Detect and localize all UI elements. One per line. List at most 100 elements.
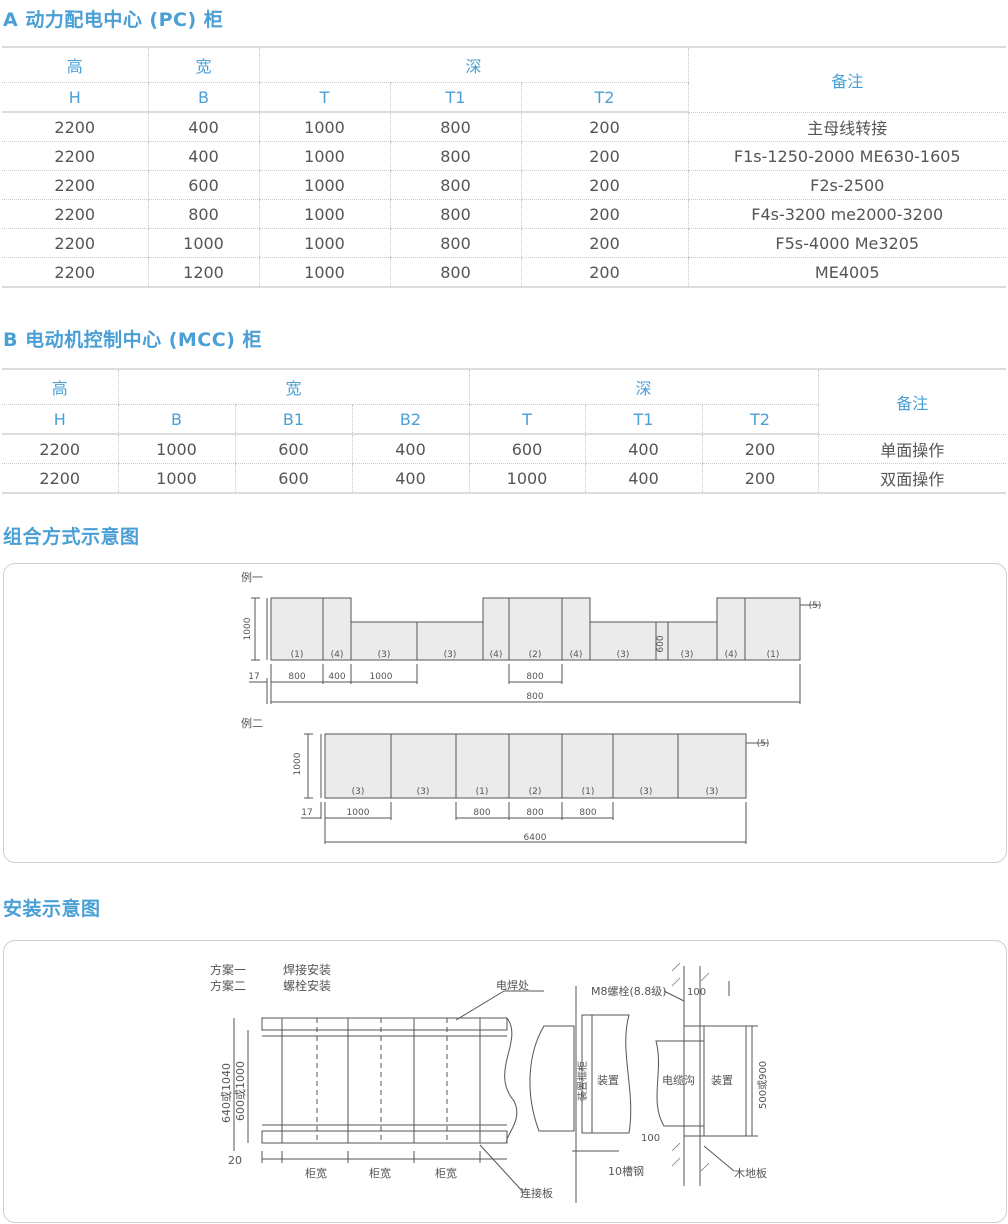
ex1-cell-2: (4) (331, 650, 344, 660)
table-cell: 200 (520, 170, 688, 200)
table-cell: 800 (389, 257, 521, 288)
ex2-cell-7: (3) (706, 787, 719, 797)
cab-width-3: 柜宽 (435, 1166, 457, 1180)
table-cell: 600 (234, 463, 352, 494)
table-cell: 800 (389, 112, 521, 142)
table-cell: 1000 (258, 141, 390, 171)
ex2-total: 6400 (524, 833, 547, 843)
dim-100-bottom: 100 (641, 1133, 660, 1144)
table-cell: 800 (389, 170, 521, 200)
table-cell: 400 (147, 141, 259, 171)
pc-subhead-0: H (2, 82, 148, 113)
ex1-cell-11: (1) (767, 650, 780, 660)
table-cell: 400 (351, 463, 469, 494)
table-cell: 200 (520, 112, 688, 142)
table-cell: 400 (147, 112, 259, 142)
table-cell: 200 (520, 141, 688, 171)
pc-head-depth: 深 (258, 46, 688, 83)
ex2-cell-2: (3) (417, 787, 430, 797)
table-cell: F5s-4000 Me3205 (687, 228, 1006, 258)
combo-diagram: 例一 例二 (241, 570, 821, 844)
ex1-dim-2: 400 (328, 672, 345, 682)
table-cell: 200 (520, 228, 688, 258)
ex1-cell-6: (2) (529, 650, 542, 660)
table-cell: 600 (234, 434, 352, 464)
section-title-combo: 组合方式示意图 (3, 526, 140, 548)
table-cell: 2200 (2, 141, 148, 171)
table-cell: ME4005 (687, 257, 1006, 288)
pc-subhead-1: B (147, 82, 259, 113)
floor-label: 木地板 (734, 1166, 767, 1180)
table-cell: 2200 (2, 170, 148, 200)
ex2-dim-4: 800 (579, 808, 596, 818)
table-cell: 600 (468, 434, 585, 464)
plate-label: 连接板 (520, 1186, 553, 1200)
table-cell: 1000 (258, 112, 390, 142)
ex2-cell-3: (1) (476, 787, 489, 797)
ex1-cell-1: (1) (291, 650, 304, 660)
table-cell: 800 (389, 141, 521, 171)
table-cell: F2s-2500 (687, 170, 1006, 200)
ex1-cell-4: (3) (444, 650, 457, 660)
table-cell: 单面操作 (817, 434, 1006, 464)
mcc-head-depth: 深 (468, 368, 818, 405)
pc-head-note: 备注 (687, 46, 1006, 113)
depth-label: 500或900 (757, 1061, 769, 1109)
device-left: 装置 (597, 1074, 619, 1087)
mcc-head-width: 宽 (117, 368, 469, 405)
install-diagram: 方案一 焊接安装 方案二 螺栓安装 电焊处 M8螺栓(8.8级) 100 100… (210, 962, 769, 1203)
pc-head-height: 高 (2, 46, 148, 83)
ex1-offset: 17 (248, 672, 259, 682)
table-cell: 800 (389, 199, 521, 229)
ex2-dim-3: 800 (526, 808, 543, 818)
dim-100-top: 100 (687, 987, 706, 998)
table-cell: 400 (584, 463, 702, 494)
table-cell: 600 (147, 170, 259, 200)
ex1-mid-height: 600 (656, 635, 666, 652)
install-diagram-panel: 方案一 焊接安装 方案二 螺栓安装 电焊处 M8螺栓(8.8级) 100 100… (3, 940, 1007, 1223)
ex1-height: 1000 (243, 617, 253, 640)
table-cell: 1000 (258, 199, 390, 229)
table-cell: 2200 (2, 257, 148, 288)
ex1-cell-7: (4) (570, 650, 583, 660)
table-cell: 1000 (258, 257, 390, 288)
mcc-subhead-3: B2 (351, 404, 469, 435)
pc-head-width: 宽 (147, 46, 259, 83)
pc-subhead-3: T1 (389, 82, 521, 113)
ex2-cell-1: (3) (352, 787, 365, 797)
ex1-label: 例一 (241, 570, 263, 584)
channel-label: 10槽钢 (608, 1165, 644, 1178)
table-cell: 主母线转接 (687, 112, 1006, 142)
section-title-install: 安装示意图 (3, 898, 101, 920)
table-cell: 2200 (2, 463, 118, 494)
mcc-subhead-4: T (468, 404, 585, 435)
table-cell: 双面操作 (817, 463, 1006, 494)
mcc-head-height: 高 (2, 368, 118, 405)
ex2-dim-2: 800 (473, 808, 490, 818)
table-cell: 2200 (2, 199, 148, 229)
plan2-desc: 螺栓安装 (283, 978, 331, 993)
ex2-cell-4: (2) (529, 787, 542, 797)
ex2-dim-1: 1000 (347, 808, 370, 818)
cab-width-1: 柜宽 (305, 1166, 327, 1180)
table-cell: 800 (147, 199, 259, 229)
section-title-mcc: B 电动机控制中心 (MCC) 柜 (3, 329, 262, 351)
table-cell: 1200 (147, 257, 259, 288)
ex2-offset: 17 (301, 808, 312, 818)
cab-width-2: 柜宽 (369, 1166, 391, 1180)
plan1-desc: 焊接安装 (283, 962, 331, 977)
ex1-total: 800 (526, 692, 543, 702)
table-cell: 1000 (258, 170, 390, 200)
table-cell: 2200 (2, 228, 148, 258)
ex1-cell-3: (3) (378, 650, 391, 660)
table-cell: 800 (389, 228, 521, 258)
ex1-dim-1: 800 (288, 672, 305, 682)
device-right: 装置 (711, 1074, 733, 1087)
